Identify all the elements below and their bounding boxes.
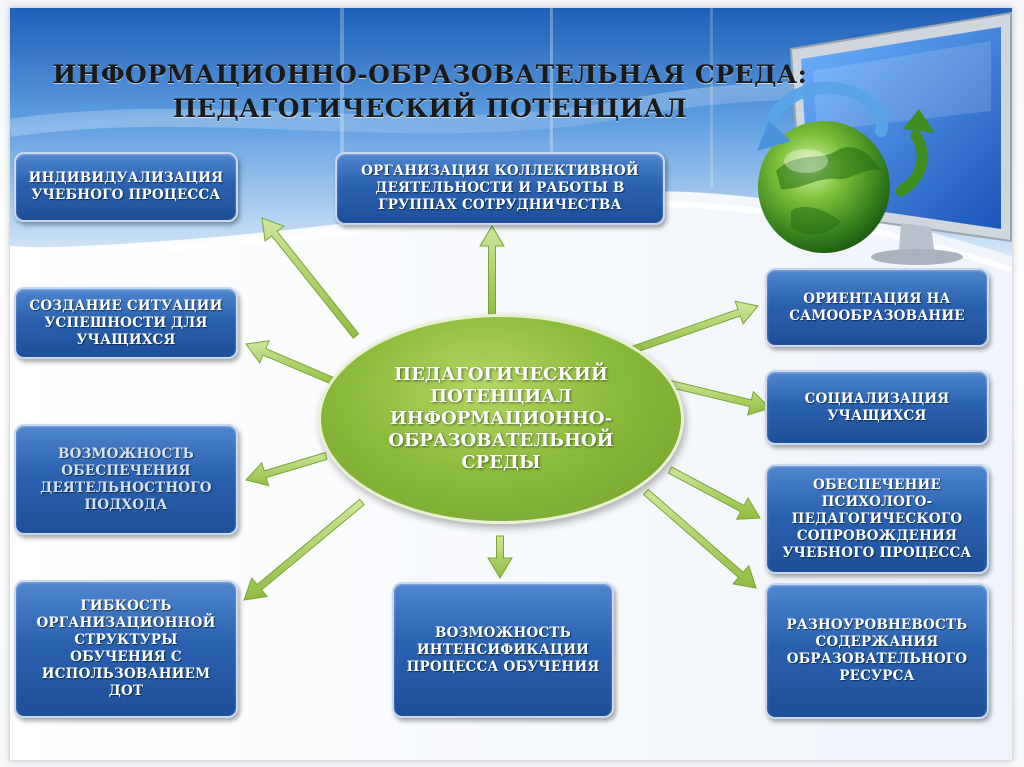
diagram-title: ИНФОРМАЦИОННО-ОБРАЗОВАТЕЛЬНАЯ СРЕДА: ПЕД…: [10, 58, 850, 126]
node-success-situation: СОЗДАНИЕ СИТУАЦИИ УСПЕШНОСТИ ДЛЯ УЧАЩИХС…: [14, 287, 238, 359]
title-line-1: ИНФОРМАЦИОННО-ОБРАЗОВАТЕЛЬНАЯ СРЕДА:: [52, 60, 808, 89]
node-flexibility: ГИБКОСТЬ ОРГАНИЗАЦИОННОЙ СТРУКТУРЫ ОБУЧЕ…: [14, 580, 238, 718]
node-multilevel-content: РАЗНОУРОВНЕВОСТЬ СОДЕРЖАНИЯ ОБРАЗОВАТЕЛЬ…: [765, 583, 989, 719]
node-self-education: ОРИЕНТАЦИЯ НА САМООБРАЗОВАНИЕ: [765, 268, 989, 347]
node-intensification: ВОЗМОЖНОСТЬ ИНТЕНСИФИКАЦИИ ПРОЦЕССА ОБУЧ…: [392, 582, 614, 718]
node-individualization: ИНДИВИДУАЛИЗАЦИЯ УЧЕБНОГО ПРОЦЕССА: [14, 152, 238, 222]
node-collective-activity: ОРГАНИЗАЦИЯ КОЛЛЕКТИВНОЙ ДЕЯТЕЛЬНОСТИ И …: [335, 152, 665, 225]
title-line-2: ПЕДАГОГИЧЕСКИЙ ПОТЕНЦИАЛ: [172, 94, 688, 123]
node-activity-approach: ВОЗМОЖНОСТЬ ОБЕСПЕЧЕНИЯ ДЕЯТЕЛЬНОСТНОГО …: [14, 424, 238, 535]
center-node: ПЕДАГОГИЧЕСКИЙ ПОТЕНЦИАЛ ИНФОРМАЦИОННО-О…: [318, 314, 684, 524]
node-socialization: СОЦИАЛИЗАЦИЯ УЧАЩИХСЯ: [765, 370, 989, 445]
node-psych-support: ОБЕСПЕЧЕНИЕ ПСИХОЛОГО-ПЕДАГОГИЧЕСКОГО СО…: [765, 464, 989, 574]
